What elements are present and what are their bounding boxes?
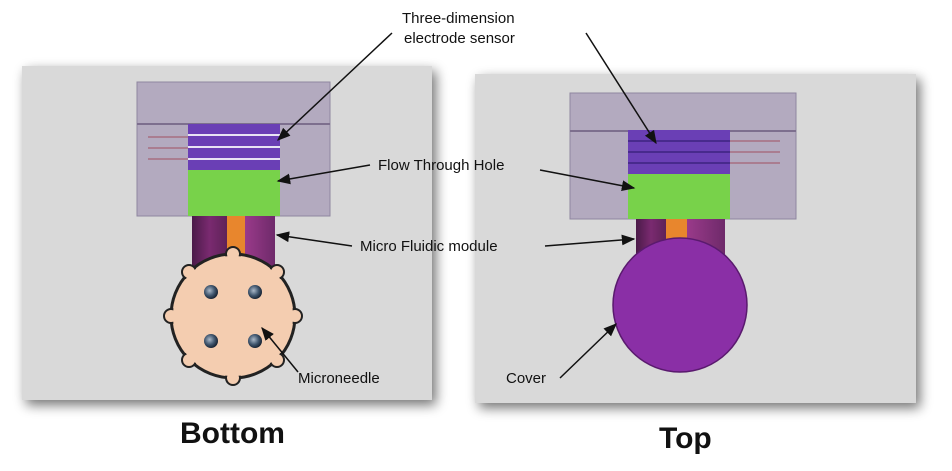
microneedle-label: Microneedle [298,370,380,387]
flow-hole-arrow-left [276,164,371,185]
microneedle-tip [204,334,218,348]
flow-hole-label: Flow Through Hole [378,157,504,174]
bottom-view-panel [22,66,432,400]
fluidic-label: Micro Fluidic module [360,238,498,255]
sensor-arrow-left [277,32,393,141]
cover-label: Cover [506,370,546,387]
flow-hole-arrow-right [539,169,636,192]
sensor-label-line2: electrode sensor [404,30,515,47]
microneedle-tip [248,334,262,348]
top-caption: Top [659,422,712,455]
cover-arrow [559,323,617,379]
microneedle-arrow [261,326,299,373]
microneedle-tip [204,285,218,299]
fluidic-arrow-right [544,234,636,247]
top-view-panel [475,74,916,403]
microneedle-array [204,285,262,348]
flow-through-hole [628,174,730,219]
fluidic-arrow-left [275,231,353,247]
sensor-label-line1: Three-dimension [402,10,515,27]
microneedle-tip [248,285,262,299]
annotations: Three-dimension electrode sensor Flow Th… [261,10,657,387]
flow-through-hole [188,170,280,216]
microneedle-disk-face [173,256,293,376]
bottom-caption: Bottom [180,417,285,450]
cover-disk [612,237,748,373]
sensor-arrow-right [585,32,657,145]
